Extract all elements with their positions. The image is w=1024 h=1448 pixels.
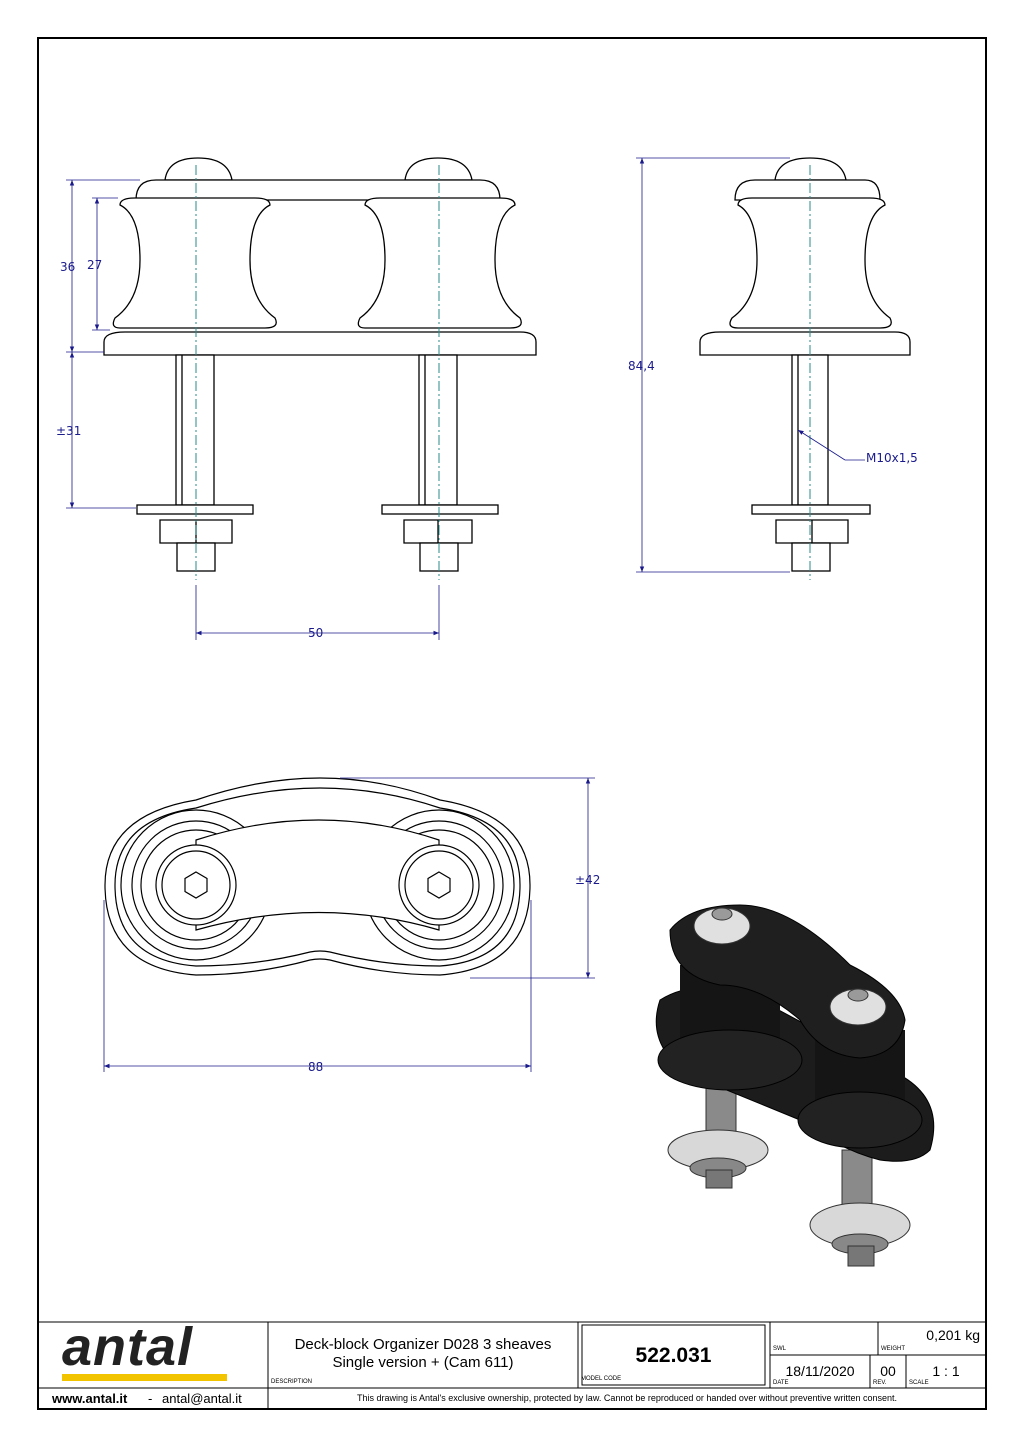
dim-front-total-height: 36 bbox=[60, 260, 75, 274]
disclaimer-text: This drawing is Antal's exclusive owners… bbox=[356, 1393, 898, 1403]
model-code-caption: MODEL CODE bbox=[581, 1376, 622, 1382]
dim-front-sheave-height: 27 bbox=[87, 258, 102, 272]
email-link[interactable]: antal@antal.it bbox=[162, 1391, 242, 1406]
weight-caption: WEIGHT bbox=[881, 1346, 905, 1352]
contact-separator: - bbox=[148, 1391, 153, 1406]
dim-thread: M10x1,5 bbox=[866, 451, 918, 465]
description-line1: Deck-block Organizer D028 3 sheaves bbox=[294, 1336, 552, 1353]
date-value: 18/11/2020 bbox=[785, 1363, 855, 1379]
description-caption: DESCRIPTION bbox=[271, 1379, 313, 1385]
front-dimension-lines bbox=[66, 179, 440, 640]
isometric-render bbox=[655, 904, 935, 1267]
side-dimension-lines bbox=[636, 157, 865, 573]
rev-value: 00 bbox=[880, 1363, 896, 1379]
top-dimension-lines bbox=[103, 777, 595, 1072]
dim-front-bolt-length: ±31 bbox=[56, 424, 81, 438]
swl-caption: SWL bbox=[773, 1346, 787, 1352]
scale-caption: SCALE bbox=[909, 1380, 929, 1386]
dim-front-spacing: 50 bbox=[308, 626, 323, 640]
top-view bbox=[104, 777, 531, 976]
website-link[interactable]: www.antal.it bbox=[52, 1391, 128, 1406]
description-line2: Single version + (Cam 611) bbox=[332, 1354, 514, 1371]
front-centerlines bbox=[195, 165, 440, 580]
logo-yellow-bar bbox=[62, 1374, 227, 1381]
side-view bbox=[699, 157, 911, 572]
model-code: 522.031 bbox=[635, 1344, 712, 1367]
antal-logo: antal bbox=[62, 1317, 194, 1377]
weight-value: 0,201 kg bbox=[926, 1327, 980, 1343]
front-view bbox=[103, 157, 537, 572]
dim-top-length: 88 bbox=[308, 1060, 323, 1074]
dim-side-height: 84,4 bbox=[628, 359, 655, 373]
scale-value: 1 : 1 bbox=[932, 1363, 960, 1379]
dim-top-width: ±42 bbox=[575, 873, 600, 887]
date-caption: DATE bbox=[773, 1380, 789, 1386]
rev-caption: REV. bbox=[873, 1380, 887, 1386]
drawing-frame bbox=[37, 37, 987, 1410]
title-block-grid bbox=[38, 1321, 986, 1409]
